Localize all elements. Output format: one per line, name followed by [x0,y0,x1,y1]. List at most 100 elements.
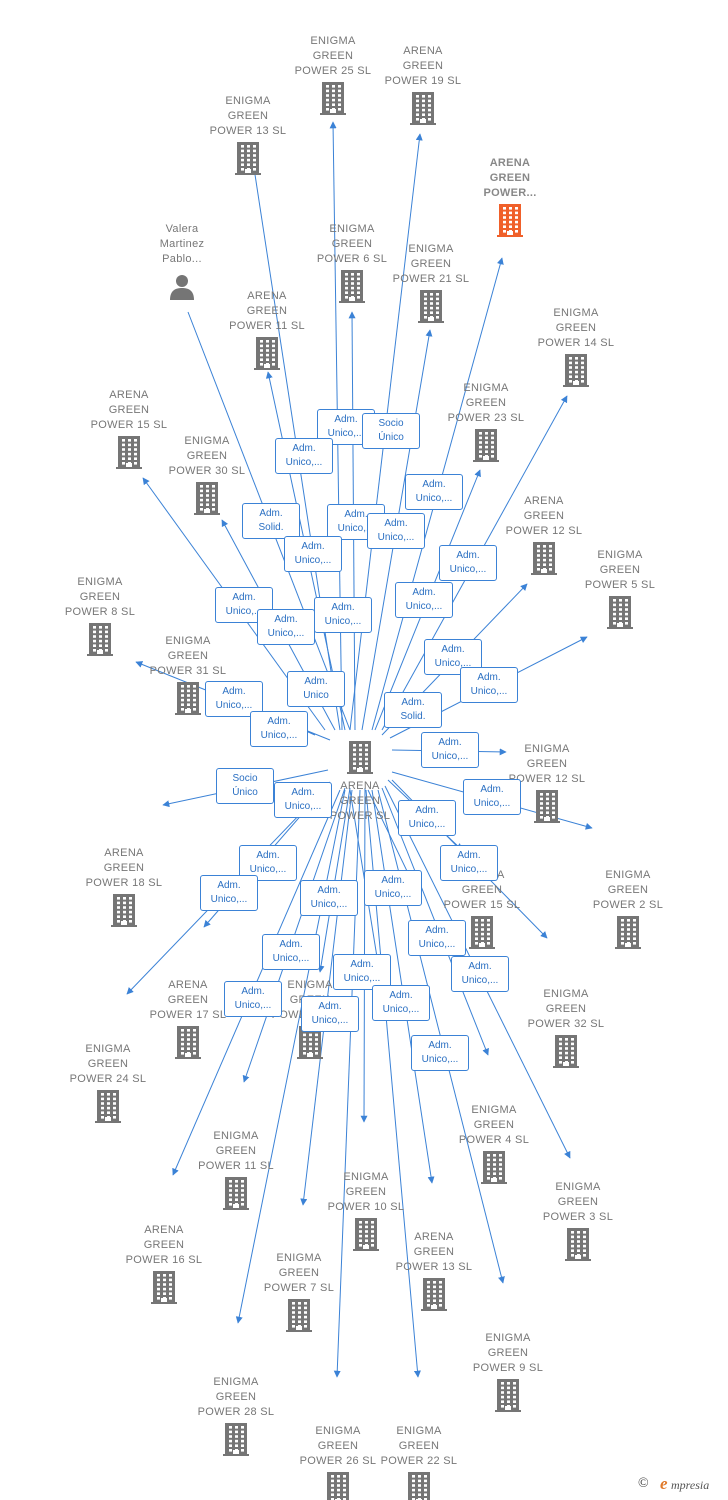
relation-label[interactable]: Adm. Unico,... [411,1035,469,1071]
company-node[interactable]: ENIGMA GREEN POWER 24 SL [53,1042,163,1128]
building-icon [455,203,565,242]
company-node[interactable]: ENIGMA GREEN POWER 11 SL [181,1129,291,1215]
company-name: ENIGMA GREEN POWER 2 SL [592,869,664,911]
company-name: ENIGMA GREEN POWER 6 SL [316,223,388,265]
relation-label[interactable]: Adm. Unico,... [395,582,453,618]
building-icon [45,622,155,661]
company-node[interactable]: ENIGMA GREEN POWER 25 SL [278,34,388,120]
company-node[interactable]: ENIGMA GREEN POWER 21 SL [376,242,486,328]
company-node[interactable]: ARENA GREEN POWER 12 SL [489,494,599,580]
relation-label[interactable]: Adm. Unico,... [440,845,498,881]
building-icon [53,1089,163,1128]
company-node[interactable]: ENIGMA GREEN POWER 23 SL [431,381,541,467]
company-node[interactable]: ENIGMA GREEN POWER 2 SL [573,868,683,954]
company-name: ENIGMA GREEN POWER 7 SL [263,1252,335,1294]
empresia-logo[interactable]: © e mpresia [638,1474,728,1494]
company-node[interactable]: ENIGMA GREEN POWER 5 SL [565,548,675,634]
company-name: ENIGMA GREEN POWER 30 SL [168,435,246,477]
company-node[interactable]: ARENA GREEN POWER 19 SL [368,44,478,130]
center-company-label: ARENA GREEN POWER SL [329,780,391,822]
company-node[interactable]: ENIGMA GREEN POWER 7 SL [244,1251,354,1337]
person-node[interactable]: Valera Martinez Pablo... [127,222,237,306]
relation-label[interactable]: Adm. Unico,... [224,981,282,1017]
relation-label[interactable]: Adm. Solid. [242,503,300,539]
company-node[interactable]: ENIGMA GREEN POWER 8 SL [45,575,155,661]
company-name: ENIGMA GREEN POWER 25 SL [294,35,372,77]
relation-label[interactable]: Adm. Unico,... [300,880,358,916]
relation-label[interactable]: Adm. Unico,... [398,800,456,836]
company-name: ARENA GREEN POWER 12 SL [505,495,583,537]
relation-label[interactable]: Adm. Unico,... [451,956,509,992]
company-node[interactable]: ARENA GREEN POWER 11 SL [212,289,322,375]
relation-label[interactable]: Adm. Solid. [384,692,442,728]
company-name: ARENA GREEN POWER 15 SL [90,389,168,431]
relation-label[interactable]: Socio Único [362,413,420,449]
company-node[interactable]: ENIGMA GREEN POWER 9 SL [453,1331,563,1417]
company-name: ENIGMA GREEN POWER 9 SL [472,1332,544,1374]
building-icon [364,1471,474,1500]
company-node[interactable]: ENIGMA GREEN POWER 13 SL [193,94,303,180]
building-icon [439,1150,549,1189]
relation-label[interactable]: Adm. Unico,... [364,870,422,906]
company-node[interactable]: ENIGMA GREEN POWER 22 SL [364,1424,474,1500]
relation-label[interactable]: Adm. Unico,... [405,474,463,510]
company-node[interactable]: ENIGMA GREEN POWER 6 SL [297,222,407,308]
relation-label[interactable]: Adm. Unico,... [314,597,372,633]
brand-initial: e [660,1474,668,1493]
company-node[interactable]: ARENA GREEN POWER 18 SL [69,846,179,932]
relation-label[interactable]: Adm. Unico,... [301,996,359,1032]
company-name: ARENA GREEN POWER 17 SL [149,979,227,1021]
company-node[interactable]: ENIGMA GREEN POWER 28 SL [181,1375,291,1461]
relation-label[interactable]: Adm. Unico,... [408,920,466,956]
relation-label[interactable]: Adm. Unico,... [460,667,518,703]
company-node[interactable]: ARENA GREEN POWER... [455,156,565,242]
building-icon [379,1277,489,1316]
company-name: ENIGMA GREEN POWER 31 SL [149,635,227,677]
center-company-node[interactable]: ARENA GREEN POWER SL [305,738,415,824]
company-node[interactable]: ARENA GREEN POWER 16 SL [109,1223,219,1309]
relation-label[interactable]: Adm. Unico,... [257,609,315,645]
relation-label[interactable]: Adm. Unico,... [372,985,430,1021]
building-icon [133,681,243,720]
company-node[interactable]: ENIGMA GREEN POWER 32 SL [511,987,621,1073]
building-icon [427,915,537,954]
building-icon [297,269,407,308]
company-node[interactable]: ENIGMA GREEN POWER 12 SL [492,742,602,828]
building-icon [181,1422,291,1461]
company-node[interactable]: ARENA GREEN POWER 15 SL [74,388,184,474]
relation-label[interactable]: Adm. Unico,... [275,438,333,474]
relation-label[interactable]: Adm. Unico,... [463,779,521,815]
company-node[interactable]: ENIGMA GREEN POWER 31 SL [133,634,243,720]
building-icon [311,1217,421,1256]
relation-label[interactable]: Adm. Unico,... [215,587,273,623]
person-icon [127,273,237,306]
company-node[interactable]: ENIGMA GREEN POWER 26 SL [283,1424,393,1500]
company-node[interactable]: ENIGMA GREEN POWER 4 SL [439,1103,549,1189]
building-icon [521,353,631,392]
edge-line [235,789,346,1324]
relation-label[interactable]: Adm. Unico,... [439,545,497,581]
company-name: ENIGMA GREEN POWER 5 SL [584,549,656,591]
relation-label[interactable]: Adm. Unico,... [274,782,332,818]
relation-label[interactable]: Socio Único [216,768,274,804]
company-name: ENIGMA GREEN POWER 26 SL [299,1425,377,1467]
company-node[interactable]: ENIGMA GREEN POWER 10 SL [311,1170,421,1256]
company-node[interactable]: ENIGMA GREEN POWER 14 SL [521,306,631,392]
company-node[interactable]: ARENA GREEN POWER 17 SL [133,978,243,1064]
relation-label[interactable]: Adm. Unico,... [367,513,425,549]
relation-label[interactable]: Adm. Unico,... [284,536,342,572]
company-node[interactable]: ENIGMA GREEN POWER 3 SL [523,1180,633,1266]
building-icon [133,1025,243,1064]
company-node[interactable]: ENIGMA GREEN POWER 30 SL [152,434,262,520]
relation-label[interactable]: Adm. Unico,... [250,711,308,747]
relation-label[interactable]: Adm. Unico,... [421,732,479,768]
company-name: ENIGMA GREEN POWER 24 SL [69,1043,147,1085]
relation-label[interactable]: Adm. Unico,... [262,934,320,970]
company-node[interactable]: ARENA GREEN POWER 13 SL [379,1230,489,1316]
relation-label[interactable]: Adm. Unico [287,671,345,707]
relation-label[interactable]: Adm. Unico,... [333,954,391,990]
building-icon [152,481,262,520]
building-icon [368,91,478,130]
relation-label[interactable]: Adm. Unico,... [200,875,258,911]
